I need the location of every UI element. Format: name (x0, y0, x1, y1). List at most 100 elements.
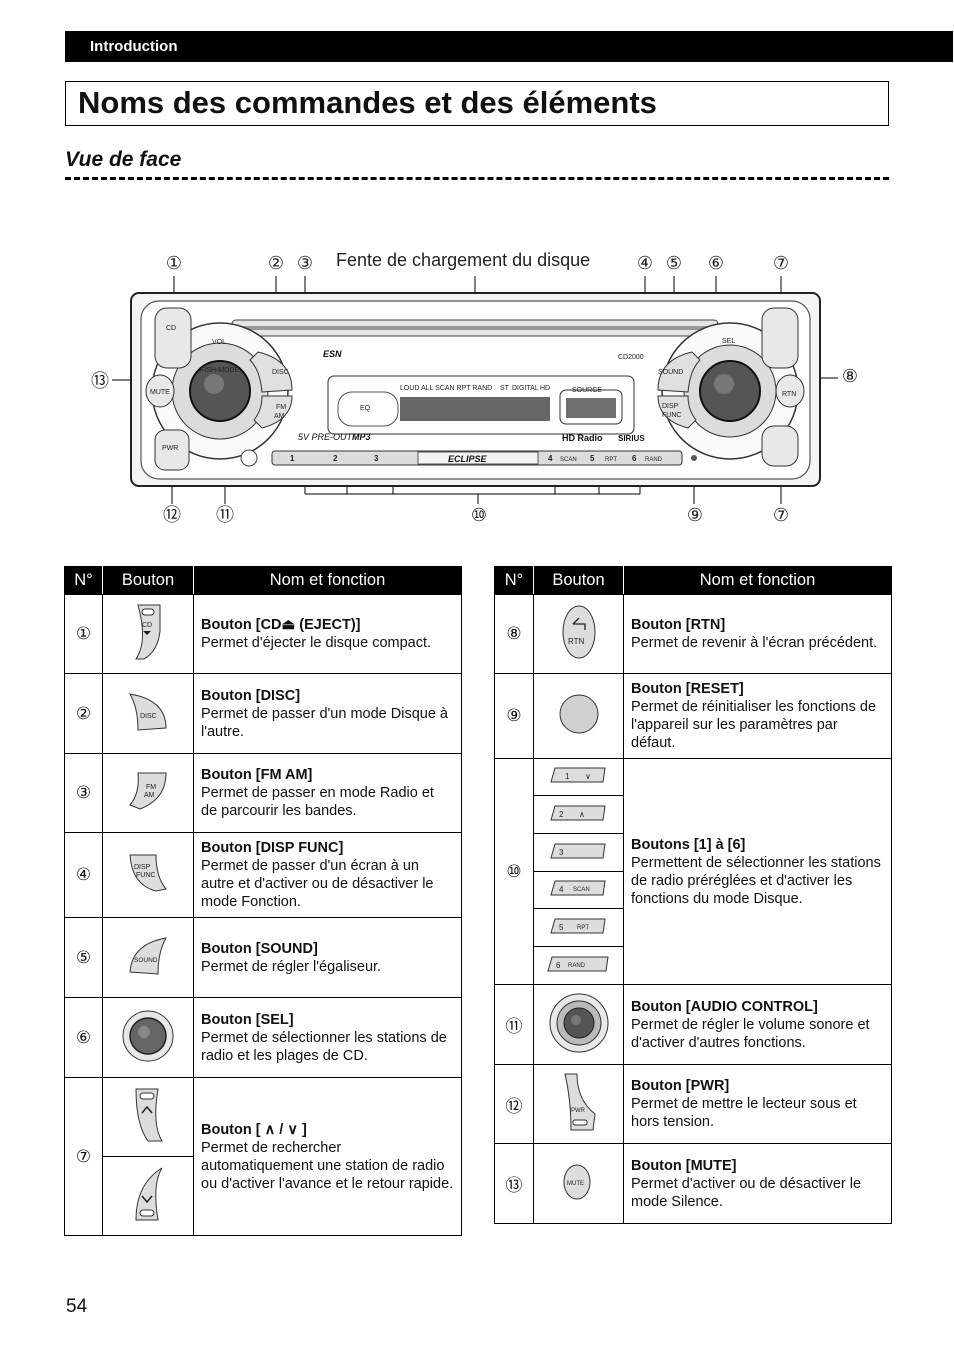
col-header-name: Nom et fonction (623, 566, 892, 595)
disc-button-icon: DISC (102, 673, 194, 754)
row-number: ⑨ (494, 673, 534, 759)
table-row: 6 RAND (495, 946, 892, 985)
table-row: ⑩ 1 ∨ Boutons [1] à [6] Permettent de sé… (494, 758, 892, 985)
svg-text:SOUND: SOUND (658, 369, 683, 376)
svg-text:1: 1 (290, 454, 295, 463)
table-row: ① CD Bouton [CD⏏ (EJECT)] Permet d'éject… (64, 594, 462, 674)
svg-text:FISH-MODE: FISH-MODE (200, 367, 240, 374)
svg-text:6: 6 (632, 454, 637, 463)
table-row: ⑤ SOUND Bouton [SOUND] Permet de régler … (64, 917, 462, 998)
svg-text:CD: CD (166, 325, 176, 332)
seek-up-button-icon (102, 1077, 194, 1157)
table-row: ⑫ PWR Bouton [PWR] Permet de mettre le l… (494, 1064, 892, 1144)
svg-text:RPT: RPT (577, 925, 589, 931)
row-description: Bouton [ ∧ / ∨ ] Permet de rechercher au… (193, 1077, 462, 1236)
rtn-button-icon: RTN (533, 594, 624, 674)
callout-8: ⑧ (841, 366, 859, 387)
svg-text:CD: CD (142, 622, 152, 629)
svg-text:ESN: ESN (323, 349, 342, 359)
callout-5: ⑤ (665, 253, 683, 274)
svg-text:∨: ∨ (585, 772, 591, 781)
table-row: 2 ∧ (495, 795, 892, 834)
svg-text:VOL: VOL (212, 339, 226, 346)
table-row: ⑦ Bouton [ ∧ / ∨ ] Permet de rechercher … (64, 1077, 462, 1236)
preset-3-button-icon: 3 (533, 833, 624, 872)
row-number: ⑧ (494, 594, 534, 674)
disc-slot-label: Fente de chargement du disque (336, 250, 591, 270)
row-number: ⑬ (494, 1143, 534, 1224)
head-unit-diagram: CD VOL DISC FM AM MUTE PWR CD2000 SOUND … (112, 276, 838, 504)
table-row: ② DISC Bouton [DISC] Permet de passer d'… (64, 673, 462, 754)
row-description: Bouton [RESET] Permet de réinitialiser l… (623, 673, 892, 759)
row-number: ⑩ (494, 758, 534, 985)
callout-12: ⑫ (163, 505, 181, 526)
col-header-button: Bouton (102, 566, 194, 595)
row-description: Bouton [DISC] Permet de passer d'un mode… (193, 673, 462, 754)
svg-text:2: 2 (559, 810, 564, 819)
pwr-button-icon: PWR (533, 1064, 624, 1144)
page-number: 54 (66, 1296, 88, 1317)
row-number: ④ (64, 832, 103, 918)
table-row: ⑪ Bouton [AUDIO CONTROL] Permet de régle… (494, 984, 892, 1065)
svg-text:5V PRE-OUT: 5V PRE-OUT (298, 432, 354, 442)
row-number: ② (64, 673, 103, 754)
preset-4-button-icon: 4 SCAN (533, 871, 624, 909)
table-row: ⑨ Bouton [RESET] Permet de réinitialiser… (494, 673, 892, 759)
svg-text:FM: FM (276, 404, 286, 411)
svg-text:ST: ST (500, 385, 510, 392)
callout-2: ② (267, 253, 285, 274)
callout-4: ④ (636, 253, 654, 274)
section-subtitle: Vue de face (65, 148, 182, 171)
sel-knob-icon (102, 997, 194, 1078)
svg-text:SCAN: SCAN (560, 457, 577, 463)
preset-1-button-icon: 1 ∨ (533, 758, 624, 796)
row-description: Bouton [MUTE] Permet d'activer ou de dés… (623, 1143, 892, 1224)
svg-text:SOURCE: SOURCE (572, 387, 602, 394)
callout-9: ⑨ (686, 505, 704, 526)
table-row: ⑥ Bouton [SEL] Permet de sélectionner le… (64, 997, 462, 1078)
row-description: Bouton [SEL] Permet de sélectionner les … (193, 997, 462, 1078)
svg-text:SOUND: SOUND (134, 957, 158, 964)
svg-text:DISP: DISP (134, 864, 151, 871)
svg-text:RAND: RAND (568, 963, 586, 969)
page-title: Noms des commandes et des éléments (65, 81, 889, 126)
preset-2-button-icon: 2 ∧ (533, 795, 624, 834)
col-header-name: Nom et fonction (193, 566, 462, 595)
row-number: ⑪ (494, 984, 534, 1065)
row-number: ⑥ (64, 997, 103, 1078)
callout-10: ⑩ (470, 505, 488, 526)
row-description: Bouton [SOUND] Permet de régler l'égalis… (193, 917, 462, 998)
svg-text:DISP: DISP (662, 403, 679, 410)
svg-text:4: 4 (548, 454, 553, 463)
svg-text:RTN: RTN (568, 637, 585, 646)
controls-table-left: N° Bouton Nom et fonction ① CD Bouton [C… (64, 566, 462, 1236)
svg-text:2: 2 (333, 454, 338, 463)
table-row: ⑧ RTN Bouton [RTN] Permet de revenir à l… (494, 594, 892, 674)
svg-text:AM: AM (144, 792, 155, 799)
dashed-divider (65, 177, 889, 180)
svg-text:RTN: RTN (782, 391, 796, 398)
svg-text:1: 1 (565, 772, 570, 781)
svg-text:SCAN: SCAN (573, 887, 590, 893)
svg-text:PWR: PWR (162, 445, 178, 452)
svg-text:PWR: PWR (571, 1108, 586, 1114)
svg-text:5: 5 (559, 923, 564, 932)
svg-text:LOUD ALL SCAN RPT RAND: LOUD ALL SCAN RPT RAND (400, 385, 492, 392)
row-description: Bouton [DISP FUNC] Permet de passer d'un… (193, 832, 462, 918)
callout-13: ⑬ (91, 371, 109, 392)
svg-text:5: 5 (590, 454, 595, 463)
row-description: Bouton [PWR] Permet de mettre le lecteur… (623, 1064, 892, 1144)
table-row: 5 RPT (495, 908, 892, 947)
row-number: ⑫ (494, 1064, 534, 1144)
row-number: ⑦ (64, 1077, 103, 1236)
svg-text:CD2000: CD2000 (618, 354, 644, 361)
preset-5-button-icon: 5 RPT (533, 908, 624, 947)
svg-text:HD Radio: HD Radio (562, 433, 603, 443)
svg-text:ECLIPSE: ECLIPSE (448, 454, 488, 464)
col-header-num: N° (494, 566, 534, 595)
svg-text:FUNC: FUNC (662, 412, 681, 419)
callout-3: ③ (296, 253, 314, 274)
